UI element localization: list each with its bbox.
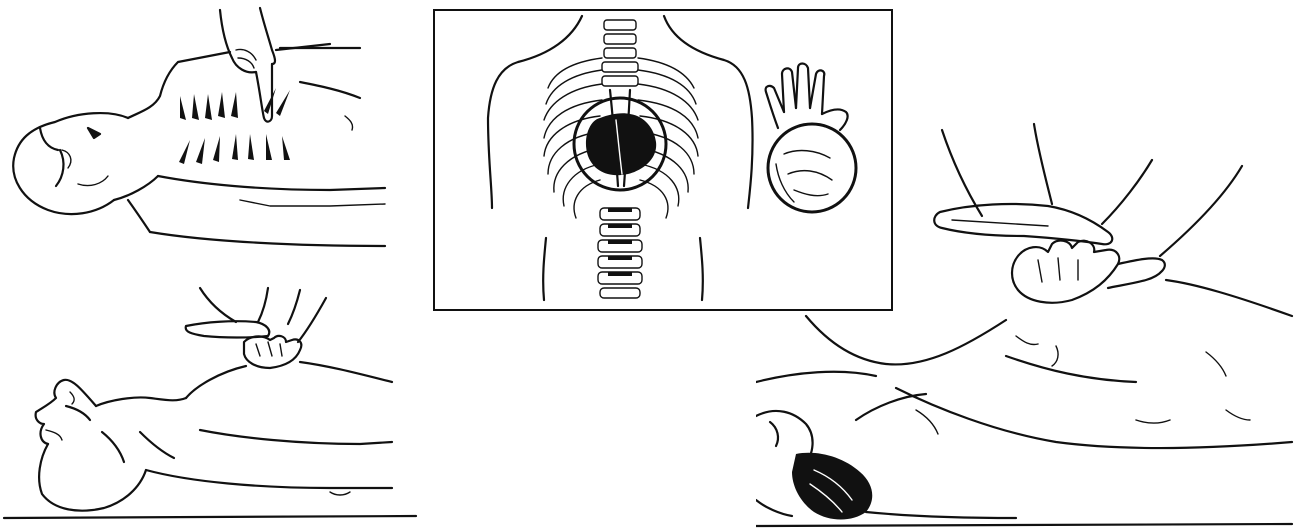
patient-eye [88, 128, 100, 138]
compression-side-drawing [0, 282, 420, 530]
panel-top-left-locating-sternum [0, 0, 400, 262]
patient-head [756, 411, 1016, 520]
ground-line [4, 516, 416, 518]
ground-line [756, 524, 1292, 526]
bottom-hand [1012, 241, 1119, 303]
sternum-location-drawing [0, 0, 400, 262]
patient-hair [792, 453, 872, 520]
top-hand [186, 321, 270, 337]
panel-right-compression-closeup [756, 120, 1297, 532]
rib-marks [179, 88, 290, 164]
panel-bottom-left-compression-side [0, 282, 420, 530]
bottom-hand [244, 336, 301, 368]
compression-closeup-drawing [756, 120, 1297, 532]
patient-head-tilted [36, 380, 96, 444]
